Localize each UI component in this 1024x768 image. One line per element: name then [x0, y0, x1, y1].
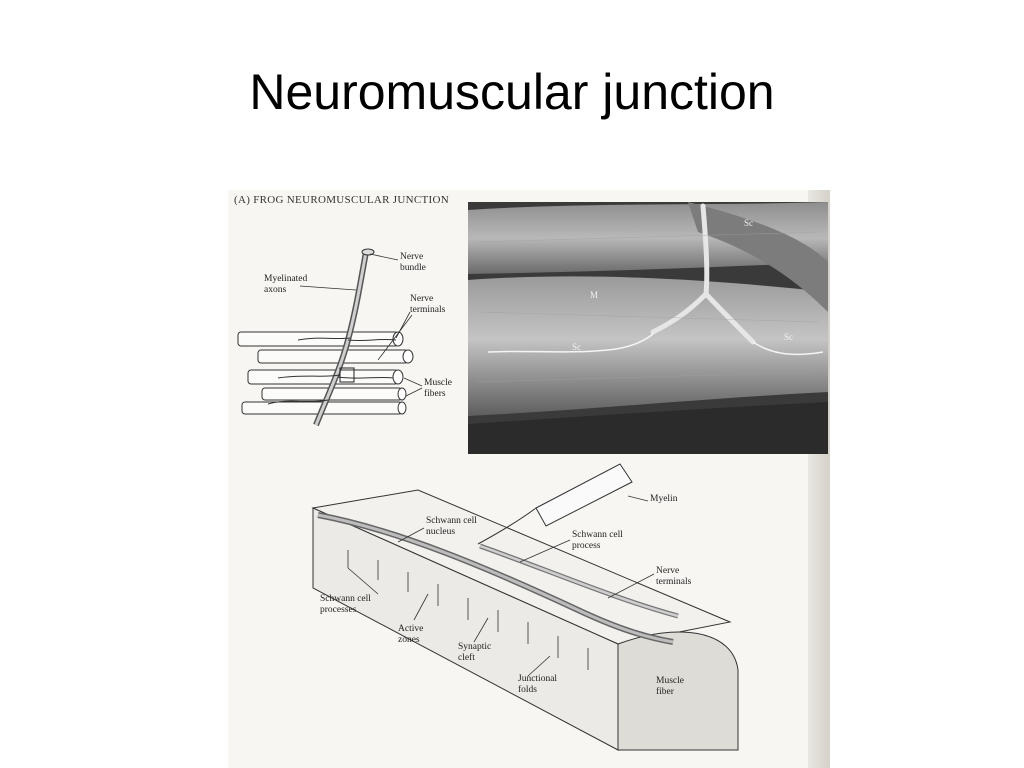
- panel-label: (A) FROG NEUROMUSCULAR JUNCTION: [234, 194, 449, 206]
- label-muscle-fibers: Muscle fibers: [424, 378, 452, 399]
- label-nerve-terminals-top: Nerve terminals: [410, 294, 446, 315]
- label-synaptic-cleft: Synaptic cleft: [458, 642, 492, 663]
- junction-schematic: [311, 463, 739, 751]
- micrograph-label-sc-left: Sc: [572, 342, 581, 352]
- label-schwann-cell-nucleus: Schwann cell nucleus: [426, 516, 477, 537]
- micrograph-label-sc-right: Sc: [784, 332, 793, 342]
- label-nerve-bundle: Nerve bundle: [400, 252, 426, 273]
- slide-title: Neuromuscular junction: [249, 64, 775, 120]
- label-myelin: Myelin: [650, 494, 678, 504]
- label-schwann-cell-process: Schwann cell process: [572, 530, 623, 551]
- label-muscle-fiber: Muscle fiber: [656, 676, 684, 697]
- neuromuscular-junction-figure: (A) FROG NEUROMUSCULAR JUNCTION: [228, 190, 830, 768]
- label-nerve-terminals-bottom: Nerve terminals: [656, 566, 692, 587]
- micrograph-label-sc-top: Sc: [744, 218, 753, 228]
- electron-micrograph: Sc M Sc Sc: [468, 202, 828, 454]
- label-schwann-cell-processes: Schwann cell processes: [320, 594, 371, 615]
- micrograph-label-m: M: [590, 290, 599, 300]
- label-junctional-folds: Junctional folds: [518, 674, 558, 695]
- label-active-zones: Active zones: [398, 624, 424, 645]
- muscle-fibers-drawing: [237, 248, 423, 427]
- label-myelinated-axons: Myelinated axons: [264, 274, 308, 295]
